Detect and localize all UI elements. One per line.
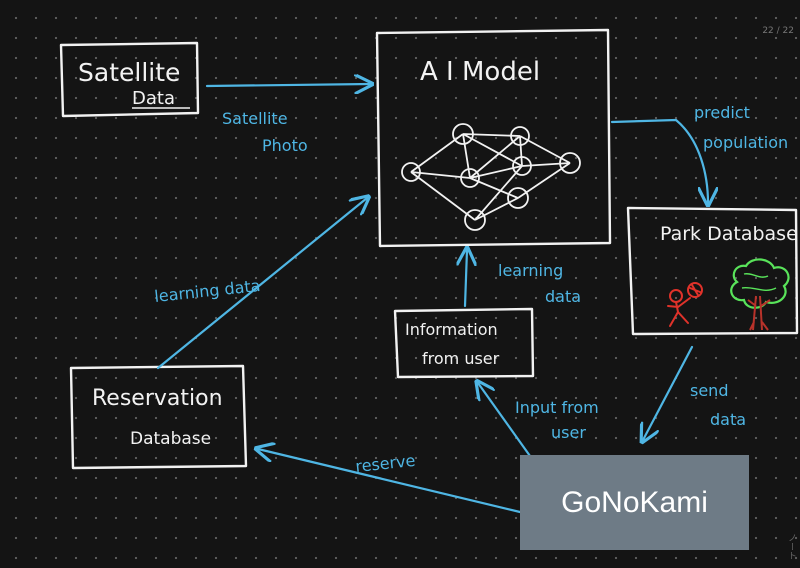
satellite-photo-label-line2: Photo xyxy=(262,136,308,155)
info-to-ai-arrow xyxy=(465,250,467,308)
learning-data-right-label-line2: data xyxy=(545,287,581,306)
send-data-label-line1: send xyxy=(690,381,728,400)
information-from-user-line1: Information xyxy=(405,320,498,339)
park-database-title: Park Database xyxy=(660,223,798,245)
input-from-user-label-line2: user xyxy=(551,423,586,442)
information-from-user-node: Information from user xyxy=(393,307,535,379)
information-from-user-line2: from user xyxy=(422,349,500,368)
send-data-label-line2: data xyxy=(710,410,746,429)
side-label: ノート xyxy=(786,533,796,560)
satellite-data-line1: Satellite xyxy=(78,58,180,87)
input-from-user-label-line1: Input from xyxy=(515,398,599,417)
satellite-photo-label-line1: Satellite xyxy=(222,109,288,128)
reservation-database-line1: Reservation xyxy=(92,386,223,411)
page-indicator: 22 / 22 xyxy=(762,26,794,36)
brand-label: GoNoKami xyxy=(561,485,708,519)
park-database-node: Park Database xyxy=(626,206,799,336)
learning-data-left-label: learning data xyxy=(153,276,261,306)
learning-data-right-label-line1: learning xyxy=(498,261,563,280)
reservation-database-line2: Database xyxy=(130,429,211,449)
reservation-to-ai-arrow xyxy=(156,198,367,370)
satellite-data-line2: Data xyxy=(132,88,175,109)
satellite-data-node: Satellite Data xyxy=(59,41,200,118)
edges xyxy=(156,84,708,514)
predict-population-label-line1: predict xyxy=(694,103,750,122)
reservation-database-node: Reservation Database xyxy=(69,364,248,470)
neural-network-icon xyxy=(401,123,581,231)
user-to-reservation-arrow xyxy=(258,449,522,514)
ai-model-title: A I Model xyxy=(420,57,540,87)
park-to-user-arrow xyxy=(643,345,694,440)
ai-model-node: A I Model xyxy=(375,28,612,248)
tree-icon xyxy=(730,258,790,331)
user-to-info-arrow xyxy=(478,383,532,458)
predict-population-label-line2: population xyxy=(703,133,788,152)
ai-to-park-arrow xyxy=(610,118,708,203)
person-with-racket-icon xyxy=(667,282,703,327)
satellite-to-ai-arrow xyxy=(205,84,370,86)
brand-overlay: GoNoKami xyxy=(520,455,749,550)
reserve-label: reserve xyxy=(354,451,416,476)
